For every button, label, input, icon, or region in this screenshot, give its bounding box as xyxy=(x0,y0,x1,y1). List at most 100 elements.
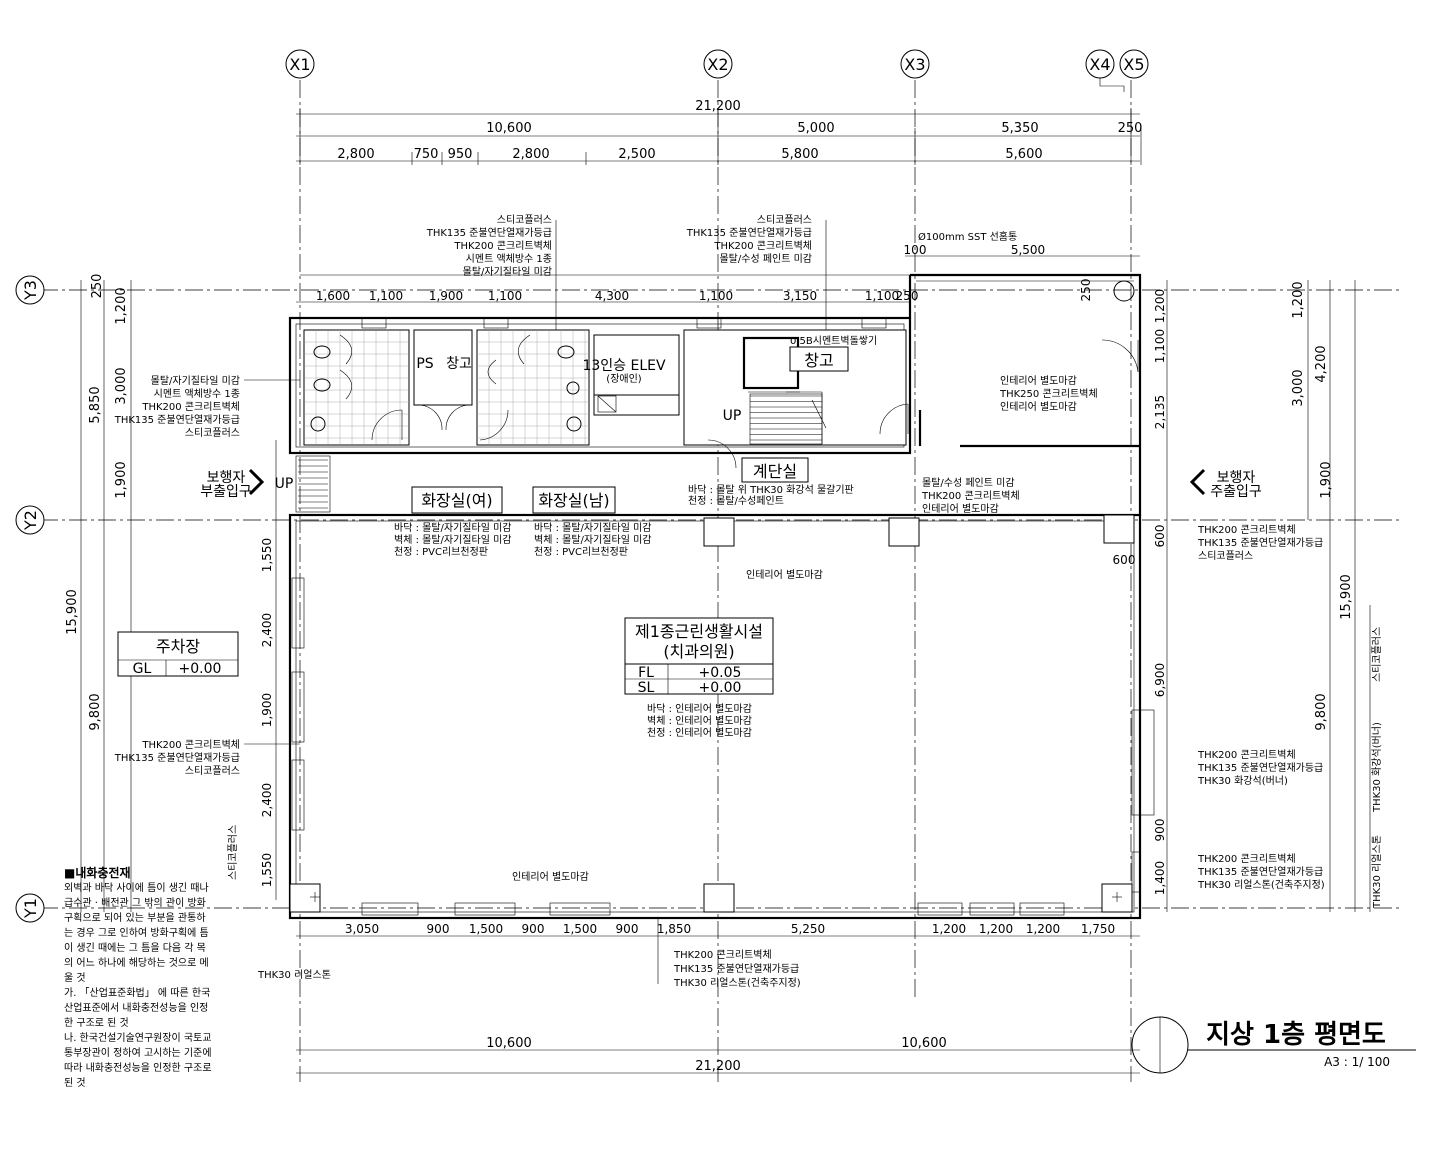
grid-bubble-x3: X3 xyxy=(900,49,930,79)
svg-text:5,250: 5,250 xyxy=(791,922,825,936)
svg-text:1,550: 1,550 xyxy=(260,853,274,887)
svg-text:1,900: 1,900 xyxy=(429,289,463,303)
svg-text:스티코플러스: 스티코플러스 xyxy=(185,765,240,777)
svg-text:THK30 화강석(버너): THK30 화강석(버너) xyxy=(1371,722,1383,813)
restroom-f-label: 화장실(여) 바닥 : 몰탈/자기질타일 미감 벽체 : 몰탈/자기질타일 미감… xyxy=(394,486,511,558)
note-line: 한 구조로 된 것 xyxy=(64,1018,129,1029)
svg-text:벽체 : 인테리어 별도마감: 벽체 : 인테리어 별도마감 xyxy=(647,715,752,727)
svg-text:THK200 콘크리트벽체: THK200 콘크리트벽체 xyxy=(453,240,552,252)
entrance-grates xyxy=(295,455,331,513)
svg-text:5,850: 5,850 xyxy=(88,386,103,423)
svg-text:인테리어 별도마감: 인테리어 별도마감 xyxy=(922,503,999,515)
svg-text:THK200 콘크리트벽체: THK200 콘크리트벽체 xyxy=(141,401,240,413)
svg-text:THK200 콘크리트벽체: THK200 콘크리트벽체 xyxy=(141,739,240,751)
note-line: 의 어느 하나에 해당하는 것으로 메 xyxy=(64,958,209,969)
callouts-top-left: 스티코플러스 THK135 준불연단열재가등급 THK200 콘크리트벽체 시멘… xyxy=(426,214,557,330)
svg-text:1,100: 1,100 xyxy=(1153,329,1167,363)
svg-text:바닥 : 몰탈/자기질타일 미감: 바닥 : 몰탈/자기질타일 미감 xyxy=(394,521,511,534)
svg-text:1,200: 1,200 xyxy=(114,287,129,324)
note-line: 외벽과 바닥 사이에 틈이 생긴 때나 xyxy=(64,883,209,894)
svg-text:인테리어 별도마감: 인테리어 별도마감 xyxy=(1000,401,1077,413)
svg-text:1,200: 1,200 xyxy=(932,922,966,936)
callouts-left-wall: 몰탈/자기질타일 미감 시멘트 액체방수 1종 THK200 콘크리트벽체 TH… xyxy=(114,374,300,439)
svg-text:1,600: 1,600 xyxy=(316,289,350,303)
toilet-fixtures xyxy=(310,334,582,432)
note-line: 이 생긴 때에는 그 틈을 다음 각 목 xyxy=(64,943,206,954)
callouts-bottom: THK200 콘크리트벽체 THK135 준불연단열재가등급 THK30 리얼스… xyxy=(657,918,801,989)
svg-text:1,550: 1,550 xyxy=(260,538,274,572)
svg-text:시멘트 액체방수 1종: 시멘트 액체방수 1종 xyxy=(154,388,240,400)
svg-text:FL: FL xyxy=(638,665,654,681)
svg-text:THK135 준불연단열재가등급: THK135 준불연단열재가등급 xyxy=(1197,537,1323,549)
svg-text:보행자: 보행자 xyxy=(1217,470,1256,486)
svg-text:10,600: 10,600 xyxy=(901,1036,947,1051)
dim-top-4: 250 xyxy=(1118,121,1143,136)
svg-text:Y2: Y2 xyxy=(21,510,40,531)
svg-text:1,500: 1,500 xyxy=(563,922,597,936)
svg-text:주출입구: 주출입구 xyxy=(1210,484,1262,500)
callouts-top-mid: 스티코플러스 THK135 준불연단열재가등급 THK200 콘크리트벽체 몰탈… xyxy=(686,214,827,330)
callouts-right-upper: 인테리어 별도마감 THK250 콘크리트벽체 인테리어 별도마감 xyxy=(999,375,1098,413)
svg-text:부출입구: 부출입구 xyxy=(200,484,252,500)
svg-text:천정 : 인테리어 별도마감: 천정 : 인테리어 별도마감 xyxy=(647,727,752,739)
svg-text:주차장: 주차장 xyxy=(156,637,200,656)
svg-text:10,600: 10,600 xyxy=(486,1036,532,1051)
svg-text:2,135: 2,135 xyxy=(1153,395,1167,429)
svg-text:THK135 준불연단열재가등급: THK135 준불연단열재가등급 xyxy=(114,752,240,764)
dim-top-r3-7: 5,600 xyxy=(1005,147,1042,162)
note-line: 된 것 xyxy=(64,1078,86,1089)
grid-bubbles: X1 X2 X3 X4 X5 Y3 Y2 Y1 xyxy=(15,49,1149,923)
svg-text:THK30 화강석(버너): THK30 화강석(버너) xyxy=(1197,775,1288,787)
svg-text:(치과의원): (치과의원) xyxy=(663,642,734,661)
stair xyxy=(749,391,827,445)
svg-text:창고: 창고 xyxy=(804,351,833,370)
grid-bubble-x2: X2 xyxy=(703,49,733,79)
svg-text:THK200 콘크리트벽체: THK200 콘크리트벽체 xyxy=(1197,853,1296,865)
svg-text:화장실(남): 화장실(남) xyxy=(538,491,609,510)
svg-text:THK200 콘크리트벽체: THK200 콘크리트벽체 xyxy=(713,240,812,252)
stair-up-label: UP xyxy=(723,408,742,424)
grid-bubble-y3: Y3 xyxy=(15,275,45,305)
stair-room-label: 계단실 바닥 : 몰탈 위 THK30 화강석 물갈기판 천정 : 몰탈/수성페… xyxy=(688,457,854,507)
svg-text:THK135 준불연단열재가등급: THK135 준불연단열재가등급 xyxy=(1197,762,1323,774)
svg-text:3,000: 3,000 xyxy=(114,367,129,404)
fire-stop-notes: ■내화충전재 외벽과 바닥 사이에 틈이 생긴 때나 급수관 · 배전관 그 밖… xyxy=(64,866,240,1091)
drawing-title: 지상 1층 평면도 xyxy=(1206,1020,1386,1050)
svg-text:1,900: 1,900 xyxy=(260,693,274,727)
svg-text:THK200 콘크리트벽체: THK200 콘크리트벽체 xyxy=(673,949,772,961)
svg-text:THK30 리얼스톤(건축주지정): THK30 리얼스톤(건축주지정) xyxy=(1197,879,1325,891)
svg-text:X4: X4 xyxy=(1089,55,1110,74)
interior-bottom-callout: 인테리어 별도마감 xyxy=(512,871,589,883)
svg-text:보행자: 보행자 xyxy=(207,470,246,486)
callouts-right-mid: THK200 콘크리트벽체 THK135 준불연단열재가등급 스티코플러스 xyxy=(1197,524,1323,562)
svg-text:1,200: 1,200 xyxy=(1153,289,1167,323)
svg-text:1,100: 1,100 xyxy=(488,289,522,303)
exterior-walls xyxy=(288,273,1142,920)
svg-text:900: 900 xyxy=(616,922,639,936)
svg-text:계단실: 계단실 xyxy=(753,462,797,481)
vert-left-callout: 스티코플러스 xyxy=(227,825,239,880)
svg-text:스티코플러스: 스티코플러스 xyxy=(1371,627,1383,682)
svg-text:21,200: 21,200 xyxy=(695,1059,741,1074)
svg-text:THK30 리얼스톤: THK30 리얼스톤 xyxy=(1371,835,1383,909)
svg-text:9,800: 9,800 xyxy=(88,693,103,730)
callouts-vert-right: 스티코플러스 THK30 화강석(버너) THK30 리얼스톤 xyxy=(1369,605,1383,912)
svg-text:천정 : 몰탈/수성페인트: 천정 : 몰탈/수성페인트 xyxy=(688,494,784,507)
restroom-tile-pattern xyxy=(304,330,589,445)
svg-text:몰탈/수성 페인트 미감: 몰탈/수성 페인트 미감 xyxy=(922,476,1015,489)
svg-text:X2: X2 xyxy=(707,55,728,74)
parking-label: 주차장 GL +0.00 xyxy=(117,631,239,677)
grid-bubble-y2: Y2 xyxy=(15,505,45,535)
elevator-label: 13인승 ELEV xyxy=(582,358,666,374)
svg-text:250: 250 xyxy=(90,274,105,299)
svg-text:15,900: 15,900 xyxy=(1339,574,1354,620)
svg-text:X1: X1 xyxy=(289,55,310,74)
dim-top-1: 10,600 xyxy=(486,121,532,136)
note-line: 산업표준에서 내화충전성능을 인정 xyxy=(64,1003,209,1014)
ps-label: PS xyxy=(416,356,433,372)
svg-text:2,400: 2,400 xyxy=(260,613,274,647)
svg-text:900: 900 xyxy=(522,922,545,936)
elevator: 13인승 ELEV (장애인) xyxy=(582,334,680,413)
svg-text:THK200 콘크리트벽체: THK200 콘크리트벽체 xyxy=(1197,524,1296,536)
svg-text:6,900: 6,900 xyxy=(1153,663,1167,697)
